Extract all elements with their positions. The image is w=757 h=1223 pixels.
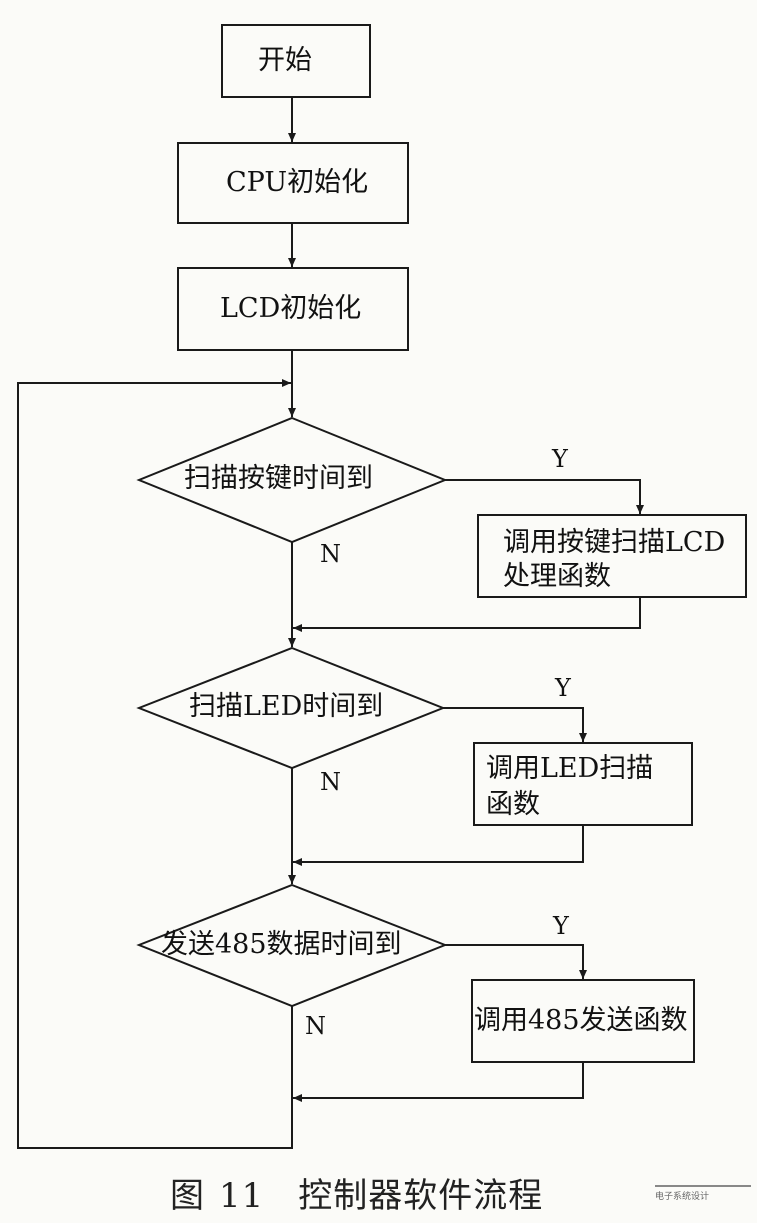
process-led-label-line1: 调用LED扫描 bbox=[486, 753, 654, 784]
cpu-init-label: CPU初始化 bbox=[226, 167, 369, 198]
process-key-box bbox=[477, 514, 747, 598]
485-no-label: N bbox=[305, 1012, 326, 1040]
decision-led-label: 扫描LED时间到 bbox=[189, 691, 384, 722]
watermark-logo: 电子系统设计 bbox=[655, 1185, 751, 1215]
process-key-label-line1: 调用按键扫描LCD bbox=[503, 527, 726, 558]
caption-number: 11 bbox=[219, 1176, 265, 1216]
connector-485-return bbox=[293, 1062, 584, 1102]
key-no-label: N bbox=[320, 540, 341, 568]
connector-loop-back bbox=[17, 379, 293, 1149]
key-yes-label: Y bbox=[552, 445, 568, 473]
process-key-label-line2: 处理函数 bbox=[503, 561, 611, 592]
figure-caption: 图 11 控制器软件流程 bbox=[170, 1168, 600, 1217]
lcd-init-label: LCD初始化 bbox=[220, 293, 362, 324]
start-label: 开始 bbox=[258, 45, 312, 76]
decision-485-label: 发送485数据时间到 bbox=[161, 929, 402, 960]
connector-key-yes bbox=[445, 479, 644, 514]
led-no-label: N bbox=[320, 768, 341, 796]
caption-title: 控制器软件流程 bbox=[298, 1176, 544, 1216]
process-led-label-line2: 函数 bbox=[486, 789, 540, 820]
connector-key-return bbox=[293, 597, 641, 632]
start-box bbox=[221, 24, 371, 98]
connector-485-yes bbox=[445, 944, 587, 979]
watermark-text: 电子系统设计 bbox=[655, 1192, 710, 1202]
caption-prefix: 图 bbox=[170, 1176, 205, 1216]
connector-led-yes bbox=[443, 707, 587, 742]
led-yes-label: Y bbox=[555, 674, 571, 702]
decision-key-label: 扫描按键时间到 bbox=[184, 463, 373, 494]
485-yes-label: Y bbox=[553, 912, 569, 940]
process-485-label: 调用485发送函数 bbox=[474, 1005, 688, 1036]
connector-led-return bbox=[293, 825, 584, 866]
